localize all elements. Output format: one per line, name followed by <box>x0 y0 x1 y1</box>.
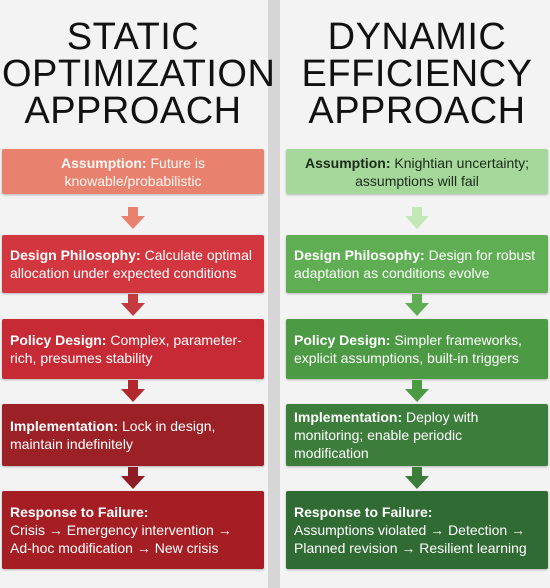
box-label: Design Philosophy: <box>10 247 141 263</box>
box-label: Response to Failure: <box>294 504 433 520</box>
dynamic-design-philosophy-box: Design Philosophy: Design for robust ada… <box>286 235 548 293</box>
static-column-title: STATIC OPTIMIZATION APPROACH <box>2 16 276 132</box>
static-arrow-2 <box>121 294 145 316</box>
dynamic-arrow-4 <box>405 467 429 489</box>
box-text: Assumptions violated → Detection → Plann… <box>294 522 527 556</box>
box-label: Policy Design: <box>294 332 391 348</box>
static-arrow-4 <box>121 467 145 489</box>
box-text: Future is knowable/probabilistic <box>64 154 205 189</box>
box-label: Assumption: <box>304 154 391 171</box>
static-policy-design-box: Policy Design: Complex, parameter-rich, … <box>2 319 264 379</box>
arrow-down-icon <box>121 380 145 402</box>
static-design-philosophy-box: Design Philosophy: Calculate optimal all… <box>2 235 264 293</box>
arrow-down-icon <box>405 467 429 489</box>
arrow-down-icon <box>121 467 145 489</box>
box-text: Crisis → Emergency intervention → Ad-hoc… <box>10 522 232 556</box>
dynamic-column-title: DYNAMIC EFFICIENCY APPROACH <box>301 16 533 132</box>
arrow-down-icon <box>121 207 145 229</box>
dynamic-efficiency-column: DYNAMIC EFFICIENCY APPROACH Assumption: … <box>286 0 548 569</box>
static-arrow-1 <box>121 207 145 229</box>
dynamic-arrow-3 <box>405 380 429 402</box>
column-divider <box>268 0 280 588</box>
box-label: Design Philosophy: <box>294 247 425 263</box>
arrow-down-icon <box>405 380 429 402</box>
box-text: Deploy with monitoring; enable periodic … <box>294 409 479 461</box>
dynamic-implementation-box: Implementation: Deploy with monitoring; … <box>286 404 548 466</box>
box-text: Complex, parameter-rich, presumes stabil… <box>10 332 242 366</box>
static-assumption-box: Assumption: Future is knowable/probabili… <box>2 149 264 194</box>
static-implementation-box: Implementation: Lock in design, maintain… <box>2 404 264 466</box>
box-text: Design for robust adaptation as conditio… <box>294 247 536 281</box>
box-label: Response to Failure: <box>10 504 149 520</box>
box-label: Implementation: <box>10 418 119 434</box>
box-text: Lock in design, maintain indefinitely <box>10 418 216 452</box>
dynamic-policy-design-box: Policy Design: Simpler frameworks, expli… <box>286 319 548 379</box>
box-label: Policy Design: <box>10 332 107 348</box>
dynamic-arrow-1 <box>405 207 429 229</box>
arrow-down-icon <box>121 294 145 316</box>
box-text: Knightian uncertainty; assumptions will … <box>355 154 530 189</box>
static-optimization-column: STATIC OPTIMIZATION APPROACH Assumption:… <box>2 0 276 569</box>
box-text: Calculate optimal allocation under expec… <box>10 247 252 281</box>
dynamic-response-to-failure-box: Response to Failure: Assumptions violate… <box>286 491 548 569</box>
arrow-down-icon <box>405 207 429 229</box>
dynamic-arrow-2 <box>405 294 429 316</box>
dynamic-assumption-box: Assumption: Knightian uncertainty; assum… <box>286 149 548 194</box>
static-response-to-failure-box: Response to Failure: Crisis → Emergency … <box>2 491 264 569</box>
static-arrow-3 <box>121 380 145 402</box>
box-label: Assumption: <box>61 154 147 171</box>
arrow-down-icon <box>405 294 429 316</box>
box-text: Simpler frameworks, explicit assumptions… <box>294 332 522 366</box>
box-label: Implementation: <box>294 409 403 425</box>
